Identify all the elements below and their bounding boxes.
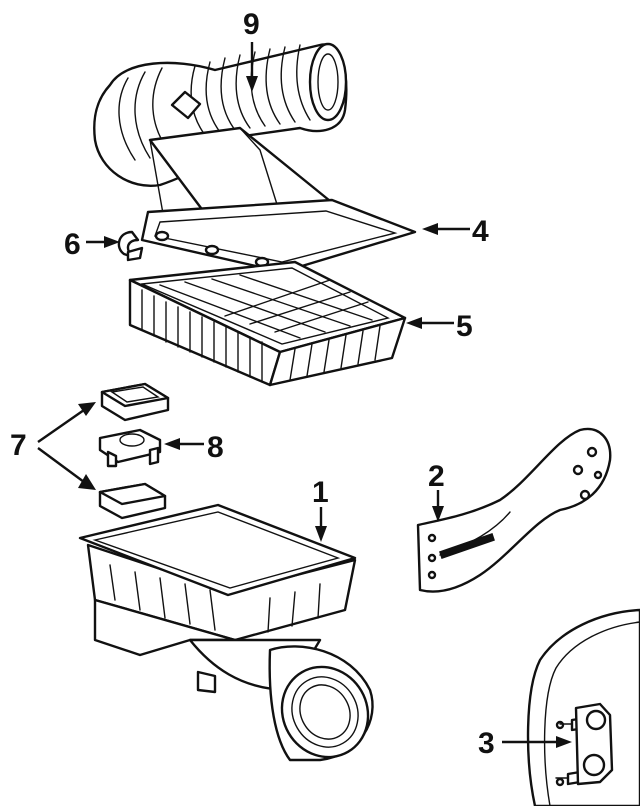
part-1-air-cleaner-housing xyxy=(78,503,374,762)
callout-5: 5 xyxy=(456,310,473,343)
callout-3: 3 xyxy=(478,727,495,760)
callout-2: 2 xyxy=(428,460,445,493)
callout-8: 8 xyxy=(207,431,224,464)
part-7-pad-upper xyxy=(100,382,170,422)
part-2-mounting-bracket xyxy=(416,427,612,593)
part-7-pad-lower xyxy=(98,482,167,520)
part-6-clip xyxy=(117,230,144,262)
part-8-retainer xyxy=(98,428,162,468)
callout-4: 4 xyxy=(472,215,489,248)
callout-7: 7 xyxy=(10,429,27,462)
callout-9: 9 xyxy=(243,8,260,41)
callout-leaders xyxy=(37,42,572,748)
part-5-air-filter xyxy=(128,260,407,387)
part-3-fasteners xyxy=(555,702,614,786)
callout-6: 6 xyxy=(64,228,81,261)
part-4-air-cleaner-cover xyxy=(140,126,417,274)
callout-1: 1 xyxy=(312,476,329,509)
